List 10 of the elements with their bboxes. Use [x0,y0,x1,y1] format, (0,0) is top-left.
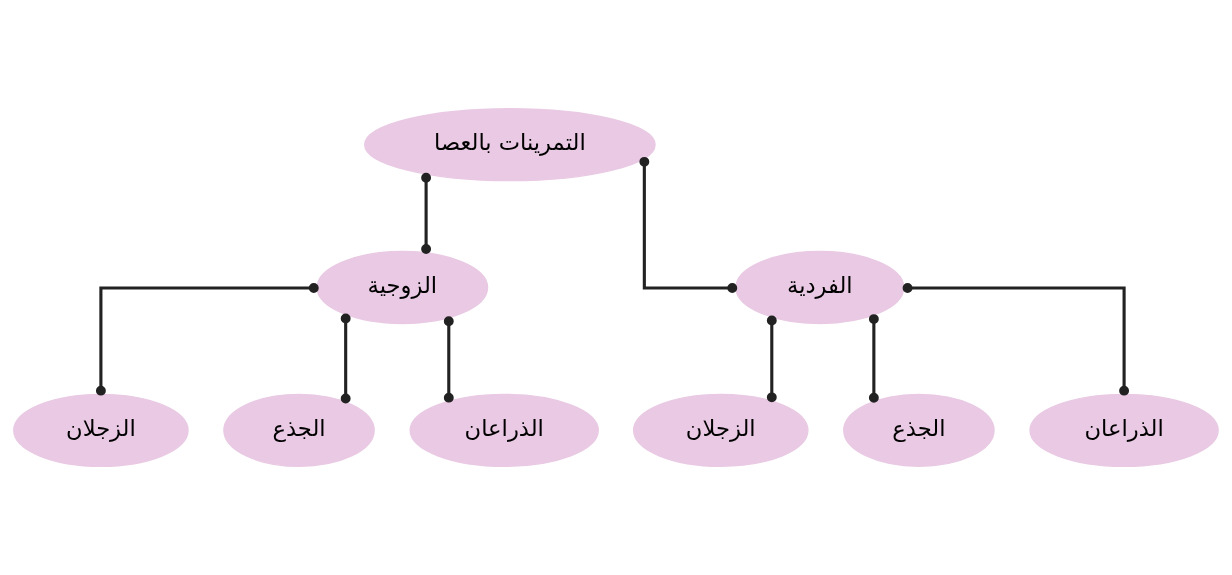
connector [766,315,777,403]
node-ellipse: الزجلان [13,393,189,467]
connector [868,314,879,403]
connector [902,283,1130,396]
node-ellipse: الذراعان [1029,393,1219,467]
connector [421,172,432,254]
connector [340,313,351,404]
connector [443,316,454,403]
connector [639,156,738,293]
connector [95,283,319,396]
